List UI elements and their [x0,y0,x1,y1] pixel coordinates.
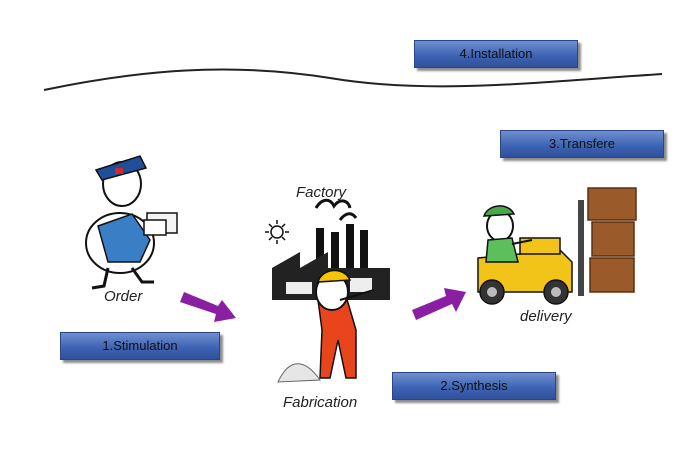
arrow-factory-to-delivery [412,288,466,320]
caption-delivery: delivery [520,308,572,325]
step-transfer-box: 3.Transfere [500,130,664,158]
factory-worker-icon [277,269,375,383]
caption-factory: Factory [296,184,347,201]
step-stimulation-label: 1.Stimulation [102,338,178,353]
mail-carrier-icon [85,155,178,290]
caption-fabrication: Fabrication [283,394,358,411]
step-synthesis-label: 2.Synthesis [440,378,508,393]
caption-order: Order [104,288,143,305]
step-synthesis-box: 2.Synthesis [392,372,556,400]
divider-line [43,68,663,91]
forklift-icon [477,187,637,305]
step-transfer-label: 3.Transfere [549,136,615,151]
arrow-order-to-factory [180,292,236,322]
step-installation-label: 4.Installation [459,46,533,61]
step-stimulation-box: 1.Stimulation [60,332,220,360]
step-installation-box: 4.Installation [414,40,578,68]
